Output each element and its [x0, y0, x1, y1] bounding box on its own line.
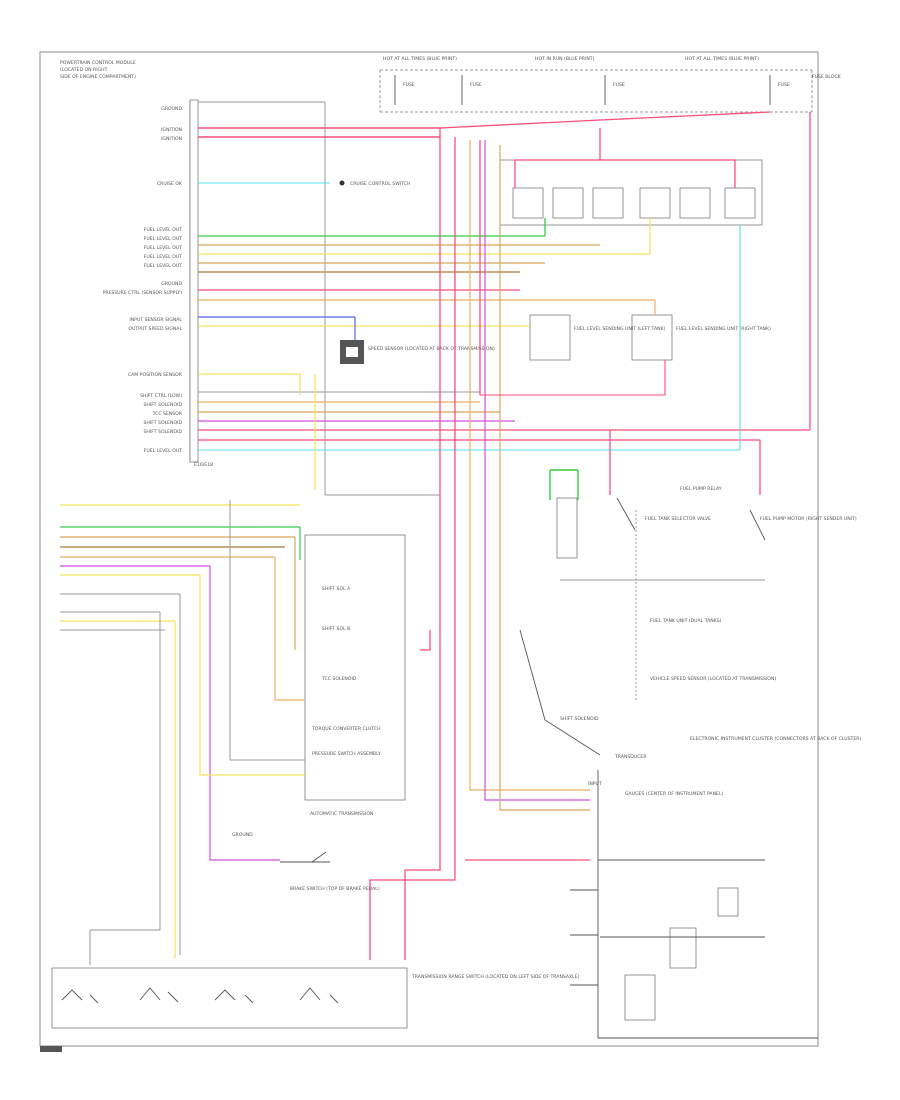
transmission-block: SHIFT SOL A SHIFT SOL B TCC SOLENOID TOR… — [304, 534, 406, 817]
transducer-area: SHIFT SOLENOID TRANSDUCER — [519, 629, 647, 760]
tank-selector-label: FUEL TANK SELECTOR VALVE — [645, 516, 711, 522]
shift-sol-b-label: SHIFT SOL B — [322, 626, 350, 632]
pcm-title-1: POWERTRAIN CONTROL MODULE — [60, 60, 136, 66]
pcm-title-2: (LOCATED ON RIGHT — [60, 67, 108, 73]
ground-label: GROUND — [232, 832, 253, 838]
fuel-pump-relay-label: FUEL PUMP RELAY — [680, 486, 722, 492]
fuel-pump-motor-label: FUEL PUMP MOTOR (RIGHT SENDER UNIT) — [760, 516, 857, 522]
fuse-header-left: HOT AT ALL TIMES (BLUE PRINT) — [383, 56, 457, 62]
lower-harness — [60, 500, 305, 965]
fuse-header-right: HOT AT ALL TIMES (BLUE PRINT) — [685, 56, 759, 62]
pin-fuel-1: FUEL LEVEL OUT — [144, 227, 182, 233]
pin-tcc: TCC SENSOR — [152, 411, 183, 417]
pin-shift-sol-2: SHIFT SOLENOID — [144, 420, 183, 426]
pin-input-sensor: INPUT SENSOR SIGNAL — [129, 317, 182, 323]
shift-sol-a-label: SHIFT SOL A — [322, 586, 351, 592]
fuse-2-label: FUSE — [470, 82, 482, 88]
cluster-input: INPUT — [588, 781, 602, 787]
shift-solenoid-label: SHIFT SOLENOID — [560, 716, 599, 722]
cruise-switch-label: CRUISE CONTROL SWITCH — [350, 181, 410, 187]
vehicle-speed-label: VEHICLE SPEED SENSOR (LOCATED AT TRANSMI… — [650, 676, 776, 682]
transmission-label: AUTOMATIC TRANSMISSION — [310, 811, 373, 817]
cluster-title: ELECTRONIC INSTRUMENT CLUSTER (CONNECTOR… — [690, 736, 861, 742]
range-switch-label: TRANSMISSION RANGE SWITCH (LOCATED ON LE… — [411, 974, 580, 980]
pcm-block: POWERTRAIN CONTROL MODULE (LOCATED ON RI… — [60, 60, 441, 630]
pin-fuel-4: FUEL LEVEL OUT — [144, 254, 182, 260]
pin-shift-sol-1: SHIFT SOLENOID — [144, 402, 183, 408]
level-sensor-2: FUEL LEVEL SENDING UNIT (RIGHT TANK) — [676, 326, 771, 332]
tcc-solenoid-label: TCC SOLENOID — [321, 676, 357, 682]
gauge-title: GAUGES (CENTER OF INSTRUMENT PANEL) — [625, 791, 723, 797]
pin-cam-position: CAM POSITION SENSOR — [128, 372, 183, 378]
switches-bottom: GROUND BRAKE SWITCH (TOP OF BRAKE PEDAL)… — [51, 832, 580, 1029]
relay-cluster — [499, 159, 763, 226]
pin-ground-2: GROUND — [161, 281, 182, 287]
pin-output-speed: OUTPUT SPEED SIGNAL — [128, 326, 182, 332]
pin-shift-ctrl: SHIFT CTRL (LOW) — [140, 393, 182, 399]
pin-fuel-5: FUEL LEVEL OUT — [144, 263, 182, 269]
pin-ignition-1: IGNITION — [161, 127, 182, 133]
instrument-cluster: ELECTRONIC INSTRUMENT CLUSTER (CONNECTOR… — [570, 736, 861, 1039]
converter-switch-label: TORQUE CONVERTER CLUTCH — [311, 726, 381, 732]
pin-fuel-out: FUEL LEVEL OUT — [144, 448, 182, 454]
level-sensors: FUEL LEVEL SENDING UNIT (LEFT TANK) FUEL… — [480, 314, 771, 396]
fuel-pump-area: FUEL PUMP RELAY FUEL TANK SELECTOR VALVE… — [549, 469, 857, 700]
pcm-wires — [198, 111, 811, 960]
speed-sensor-label: SPEED SENSOR (LOCATED AT BACK OF TRANSMI… — [368, 346, 495, 352]
fuse-block-label: FUSE BLOCK — [812, 74, 842, 80]
fuse-section: HOT AT ALL TIMES (BLUE PRINT) HOT IN RUN… — [379, 56, 842, 113]
pcm-title-3: SIDE OF ENGINE COMPARTMENT) — [60, 74, 136, 80]
fuse-4-label: FUSE — [778, 82, 790, 88]
fuse-3-label: FUSE — [613, 82, 625, 88]
diagram-frame — [39, 51, 819, 1047]
page-marker — [40, 1046, 62, 1052]
pin-cruise: CRUISE OK — [157, 181, 183, 187]
pin-shift-sol-3: SHIFT SOLENOID — [144, 429, 183, 435]
fuse-header-mid: HOT IN RUN (BLUE PRINT) — [535, 56, 595, 62]
fuse-1-label: FUSE — [403, 82, 415, 88]
pin-fuel-3: FUEL LEVEL OUT — [144, 245, 182, 251]
pin-pressure-ctrl: PRESSURE CTRL (SENSOR SUPPLY) — [103, 290, 183, 296]
pin-ground: GROUND — [161, 106, 182, 112]
pin-ignition-2: IGNITION — [161, 136, 182, 142]
pcm-footer: E16/E18 — [194, 462, 213, 468]
pin-fuel-2: FUEL LEVEL OUT — [144, 236, 182, 242]
transducer-label: TRANSDUCER — [614, 754, 647, 760]
pressure-switch-label: PRESSURE SWITCH ASSEMBLY — [312, 751, 381, 757]
dual-tank-label: FUEL TANK UNIT (DUAL TANKS) — [650, 618, 722, 624]
cruise-speed: CRUISE CONTROL SWITCH SPEED SENSOR (LOCA… — [339, 180, 495, 364]
level-sensor-1: FUEL LEVEL SENDING UNIT (LEFT TANK) — [574, 326, 666, 332]
brake-switch-label: BRAKE SWITCH (TOP OF BRAKE PEDAL) — [290, 886, 380, 892]
